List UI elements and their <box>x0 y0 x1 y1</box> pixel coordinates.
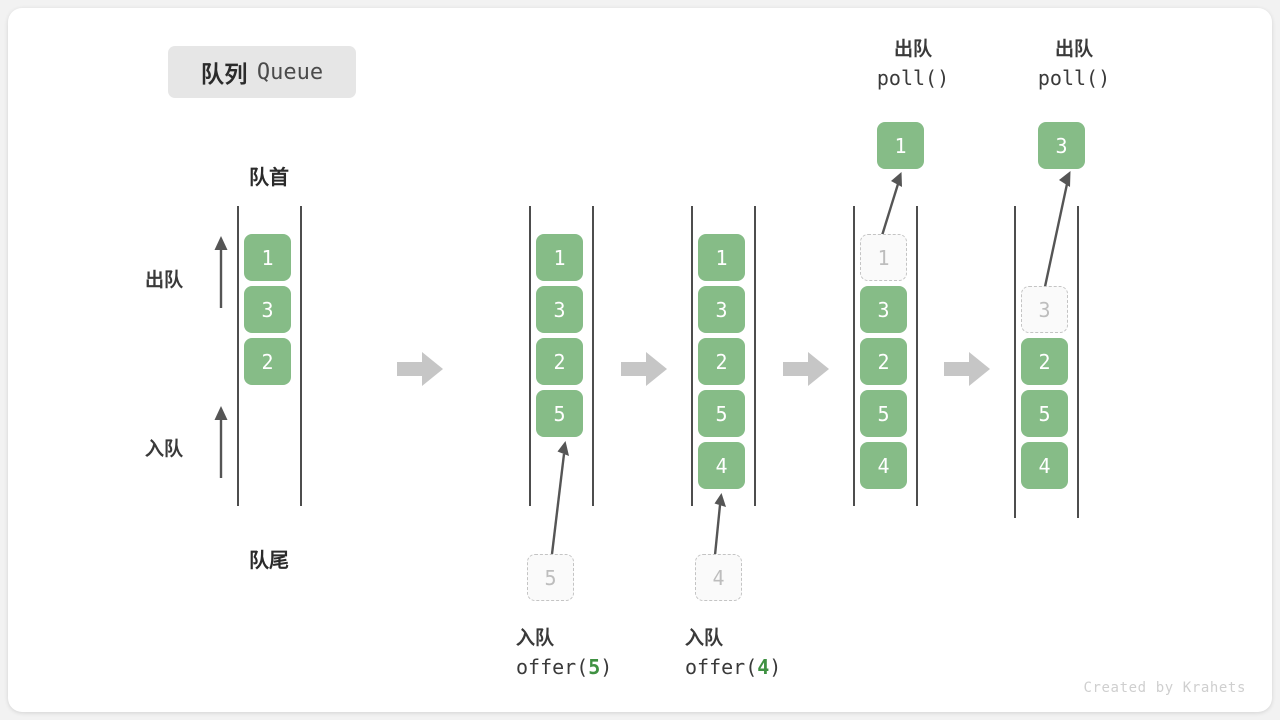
title-english: Queue <box>256 59 324 85</box>
queue-cell-removed: 3 <box>1021 286 1068 333</box>
rail-right <box>592 206 594 506</box>
step-arrow-icon <box>621 352 667 386</box>
queue-cell-new: 5 <box>536 390 583 437</box>
rail-left <box>853 206 855 506</box>
title-chinese: 队列 <box>200 61 248 87</box>
caption-code: poll() <box>876 65 950 90</box>
queue-cell: 2 <box>860 338 907 385</box>
queue-cell: 5 <box>698 390 745 437</box>
rail-left <box>1014 206 1016 518</box>
rail-right <box>916 206 918 506</box>
queue-cell: 5 <box>1021 390 1068 437</box>
dequeue-motion-arrow-icon <box>1041 171 1071 297</box>
diagram-stage: 队列 Queue 队首 队尾 出队 入队 1 3 2 1 3 2 5 <box>8 8 1272 712</box>
queue-cell: 5 <box>860 390 907 437</box>
caption-label: 出队 <box>893 39 932 60</box>
queue-cell-removed: 1 <box>860 234 907 281</box>
caption-code: offer(4) <box>685 654 782 679</box>
queue-head-label: 队首 <box>249 167 289 189</box>
queue-cell: 4 <box>1021 442 1068 489</box>
enqueue-motion-arrow-icon <box>550 441 569 555</box>
queue-cell: 3 <box>860 286 907 333</box>
step-arrow-icon <box>944 352 990 386</box>
outgoing-element: 1 <box>877 122 924 169</box>
caption-offer-4: 入队 offer(4) <box>685 625 855 682</box>
credit-text: Created by Krahets <box>1083 680 1246 696</box>
queue-cell: 1 <box>244 234 291 281</box>
caption-label: 入队 <box>685 628 724 649</box>
caption-label: 出队 <box>1054 39 1093 60</box>
dequeue-motion-arrow-icon <box>878 172 902 243</box>
caption-code: offer(5) <box>516 654 613 679</box>
rail-right <box>1077 206 1079 518</box>
queue-cell: 3 <box>536 286 583 333</box>
caption-label: 入队 <box>516 628 555 649</box>
rail-right <box>754 206 756 506</box>
rail-right <box>300 206 302 506</box>
queue-tail-label: 队尾 <box>249 550 289 572</box>
queue-cell: 3 <box>698 286 745 333</box>
queue-cell: 2 <box>1021 338 1068 385</box>
queue-cell: 1 <box>536 234 583 281</box>
incoming-element-ghost: 4 <box>695 554 742 601</box>
queue-cell: 1 <box>698 234 745 281</box>
caption-poll-1: 出队 poll() <box>838 36 988 93</box>
rail-left <box>529 206 531 506</box>
queue-cell: 3 <box>244 286 291 333</box>
enqueue-motion-arrow-icon <box>713 493 726 556</box>
queue-cell: 2 <box>536 338 583 385</box>
caption-code: poll() <box>1037 65 1111 90</box>
diagram-title-chip: 队列 Queue <box>168 46 356 98</box>
diagram-card: 队列 Queue 队首 队尾 出队 入队 1 3 2 1 3 2 5 <box>8 8 1272 712</box>
queue-cell: 2 <box>244 338 291 385</box>
rail-left <box>237 206 239 506</box>
caption-poll-3: 出队 poll() <box>999 36 1149 93</box>
incoming-element-ghost: 5 <box>527 554 574 601</box>
outgoing-element: 3 <box>1038 122 1085 169</box>
rail-left <box>691 206 693 506</box>
enqueue-direction-label: 入队 <box>145 439 184 460</box>
step-arrow-icon <box>397 352 443 386</box>
step-arrow-icon <box>783 352 829 386</box>
enqueue-direction-arrow-icon <box>214 406 228 478</box>
queue-cell: 2 <box>698 338 745 385</box>
queue-cell: 4 <box>860 442 907 489</box>
queue-cell-new: 4 <box>698 442 745 489</box>
dequeue-direction-label: 出队 <box>145 270 184 291</box>
dequeue-direction-arrow-icon <box>214 236 228 308</box>
caption-offer-5: 入队 offer(5) <box>516 625 686 682</box>
